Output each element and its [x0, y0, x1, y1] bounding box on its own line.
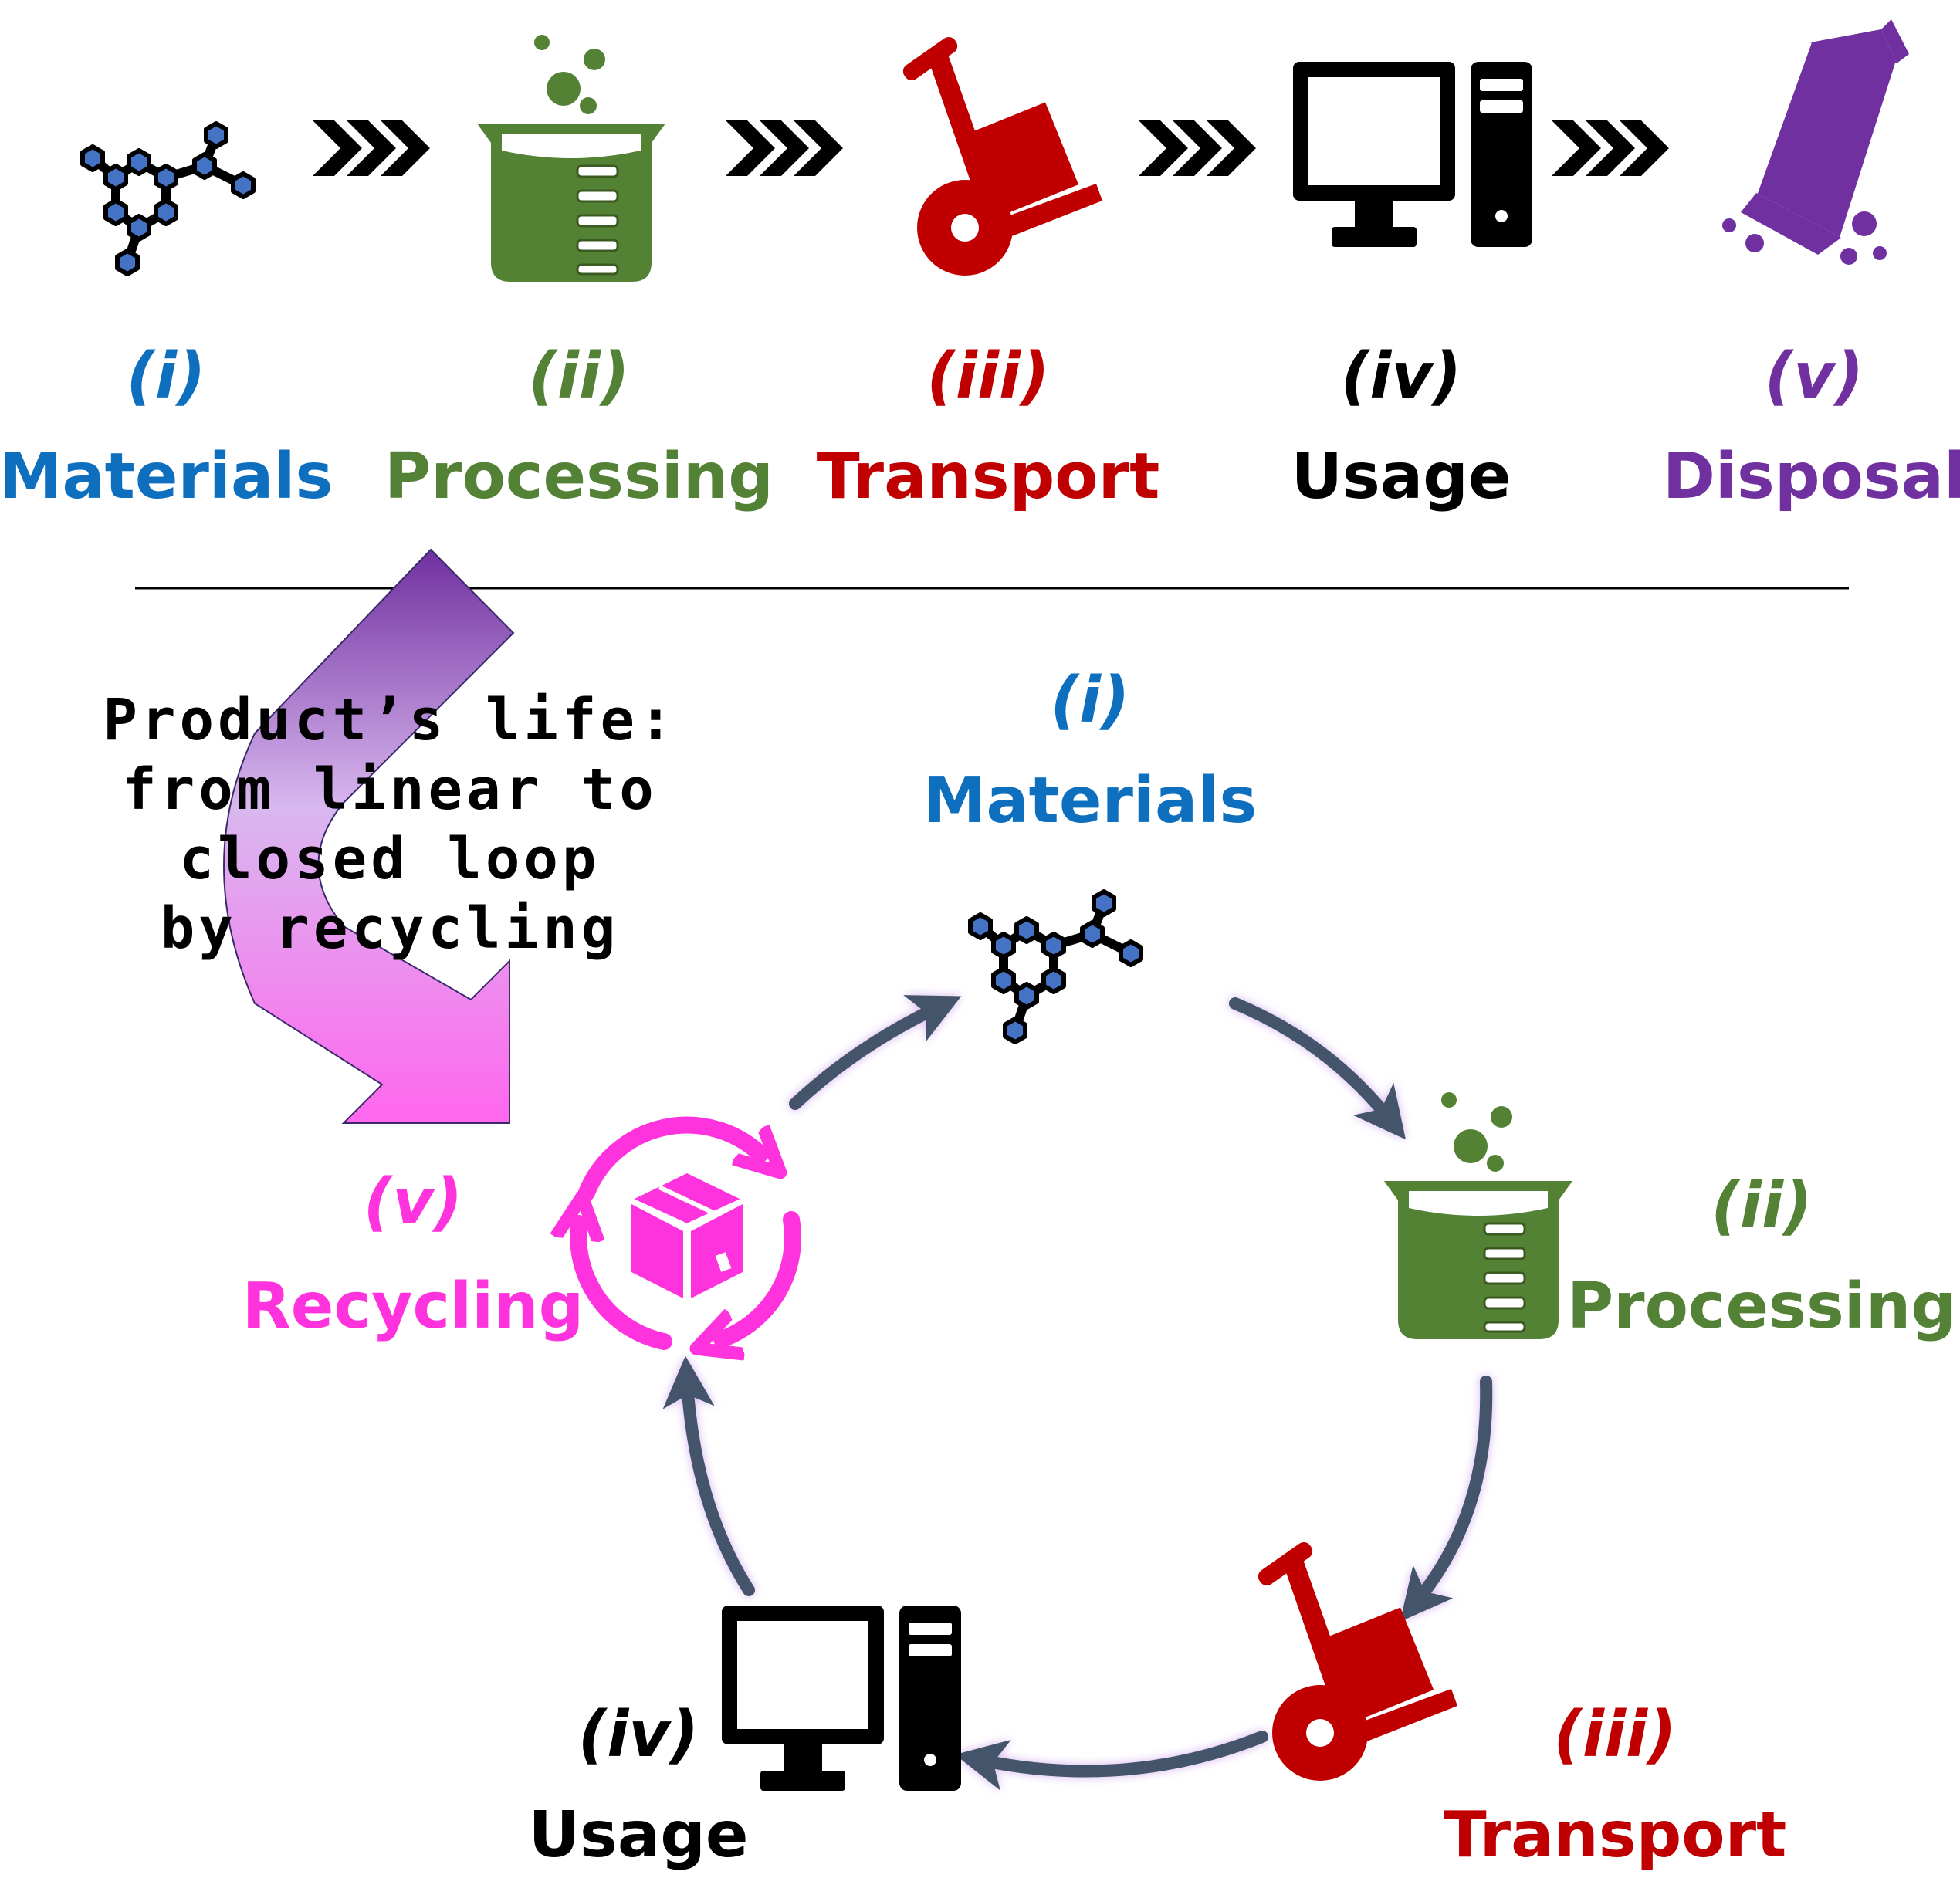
cycle-step-usage: (iv) Usage [528, 1698, 748, 1872]
step-numeral: (ii) [1711, 1169, 1812, 1243]
step-numeral: (v) [1765, 340, 1864, 413]
step-label: Transport [1444, 1798, 1787, 1872]
computer-icon [1293, 62, 1532, 247]
cycle-arrow [789, 995, 962, 1110]
step-label: Recycling [242, 1270, 584, 1343]
molecule-icon [970, 892, 1141, 1042]
step-label: Disposal [1663, 440, 1960, 513]
callout-line: Product’s life: [103, 687, 676, 753]
closed-loop: (i) Materials (ii) Processing (iii) Tran… [242, 664, 1956, 1872]
step-numeral: (iii) [1553, 1698, 1676, 1771]
beaker-icon [1383, 1091, 1574, 1341]
curved-arrow-icon [223, 548, 515, 1124]
step-numeral: (iii) [926, 340, 1049, 413]
step-label: Processing [384, 440, 774, 513]
linear-step-disposal: (v) Disposal [1663, 340, 1960, 513]
step-numeral: (i) [1050, 664, 1129, 737]
recycle-box-icon [578, 1125, 793, 1342]
cycle-arrow [662, 1355, 755, 1596]
step-label: Processing [1567, 1270, 1956, 1343]
callout-line: by recycling [161, 895, 620, 962]
step-numeral: (i) [126, 340, 205, 413]
cycle-arrow [1229, 997, 1406, 1140]
triple-chevron-icon [726, 120, 843, 176]
linear-step-transport: (iii) Transport [817, 340, 1160, 513]
coffin-icon [1721, 18, 1911, 266]
linear-step-usage: (iv) Usage [1291, 340, 1511, 513]
cycle-arrow [955, 1731, 1268, 1791]
linear-flow: (i) Materials (ii) Processing (iii) Tran… [0, 18, 1960, 513]
cycle-step-processing: (ii) Processing [1567, 1169, 1956, 1343]
triple-chevron-icon [313, 120, 430, 176]
step-label: Usage [1291, 440, 1511, 513]
hand-truck-icon [899, 34, 1102, 276]
beaker-icon [476, 33, 667, 283]
callout-line: closed loop [179, 826, 600, 892]
step-numeral: (ii) [528, 340, 629, 413]
callout-line: from linear to [122, 756, 658, 823]
linear-step-materials: (i) Materials [0, 340, 333, 513]
linear-step-processing: (ii) Processing [384, 340, 774, 513]
triple-chevron-icon [1552, 120, 1669, 176]
cycle-step-transport: (iii) Transport [1444, 1698, 1787, 1872]
step-label: Materials [0, 440, 333, 513]
callout: Product’s life: from linear to closed lo… [103, 548, 676, 1124]
cycle-arrow [1400, 1376, 1493, 1622]
step-label: Materials [923, 764, 1258, 837]
step-label: Usage [528, 1798, 748, 1872]
triple-chevron-icon [1139, 120, 1256, 176]
step-label: Transport [817, 440, 1160, 513]
step-numeral: (v) [364, 1166, 462, 1239]
computer-icon [722, 1606, 961, 1791]
cycle-step-materials: (i) Materials [923, 664, 1258, 837]
molecule-icon [83, 124, 253, 274]
step-numeral: (iv) [1341, 340, 1462, 413]
step-numeral: (iv) [578, 1698, 699, 1771]
hand-truck-icon [1254, 1539, 1457, 1781]
cycle-step-recycling: (v) Recycling [242, 1166, 584, 1343]
